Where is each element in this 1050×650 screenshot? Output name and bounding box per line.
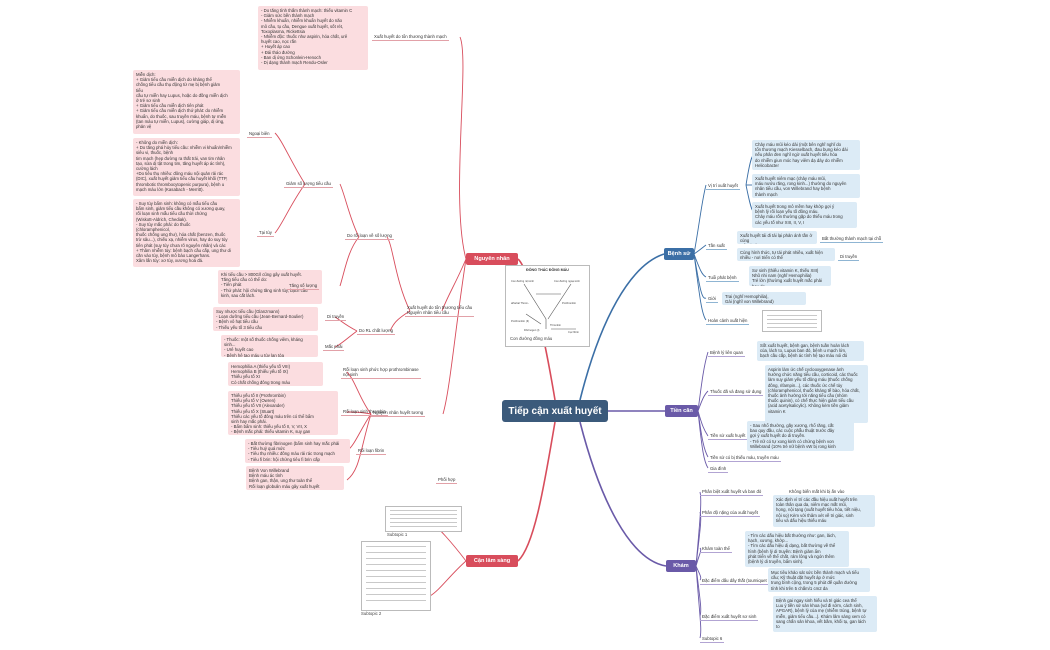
exam3-note: - Tìm các dấu hiệu bất thường như: gan, … [745,531,849,567]
marrow-note: - Suy tủy bẩm sinh: không có mẫu tiểu cầ… [133,199,240,267]
cascade-diagram: Con đường nội sinh Con đường ngoại sinh a… [511,279,580,334]
svg-text:Prothrombin (II): Prothrombin (II) [511,319,529,323]
hereditary-result[interactable]: Di truyền [838,254,860,261]
svg-text:Con đường ngoại sinh: Con đường ngoại sinh [554,279,580,283]
acquired-label[interactable]: Mắc phải [323,344,345,351]
thrombin-note: Thiếu yếu tố II (Prothrombin) Thiếu yếu … [228,391,338,435]
svg-text:aPartial Throm-: aPartial Throm- [511,301,529,305]
fibrin-label[interactable]: Rối loạn fibrin [356,448,387,455]
drugs-label[interactable]: Thuốc đã và đang sử dụng [708,389,764,396]
exam6-label[interactable]: Subtopic 6 [700,636,725,643]
central-label[interactable]: Tại tủy [257,230,274,237]
root-topic[interactable]: Tiếp cận xuất huyết [502,400,608,422]
mixed-label[interactable]: Phối hợp [436,477,458,484]
multi-site-note: Cùng hình thức, tự tái phát nhiều, xuất … [737,248,835,261]
bleed-type3-note: Xuất huyết trong mô mềm hay khớp gợi ý b… [752,202,857,228]
svg-text:Thrombin: Thrombin [550,323,562,327]
bleed-type2-note: Xuất huyết niêm mạc (chảy máu mũi, máu n… [752,174,860,198]
immune-note: Miễn dịch: + Giảm tiểu cầu miễn dịch do … [133,70,240,134]
mixed-note: Bệnh Von Willebrand Bệnh máu ác tính Bện… [246,466,344,490]
age-onset-label[interactable]: Tuổi phát bệnh [706,275,739,282]
branch-exam[interactable]: Khám [666,560,696,572]
svg-text:Cục fibrin: Cục fibrin [568,330,580,334]
local-vessel-result[interactable]: Bất thường thành mạch tại chỗ [820,236,884,243]
cascade-title: ĐÔNG THÁC ĐÔNG MÁU [526,268,569,272]
high-count-note: Khi tiểu cầu > 800G/l cũng gây xuất huyế… [218,270,322,304]
prothrombinase-label[interactable]: Rối loạn sinh phức hợp prothrombinase nộ… [341,367,421,379]
family-label[interactable]: Gia đình [708,466,729,473]
fibrin-note: - Bất thường fibrinogen (bẩm sinh hay mắ… [245,439,350,463]
svg-text:Con đường nội sinh: Con đường nội sinh [511,279,534,283]
low-count-label[interactable]: Giảm số lượng tiểu cầu [284,181,333,188]
related-disease-label[interactable]: Bệnh lý liên quan [708,350,745,357]
subtopic1-caption: Subtopic 1 [387,532,408,537]
frequency-note: Xuất huyết tái đi tái lại phản ánh tần ở… [737,231,817,244]
related-disease-note: Sốt xuất huyết, bệnh gan, bệnh tuần hoàn… [757,341,864,361]
qual-acquired-note: - Thuốc: một số thuốc chống viêm, kháng … [221,335,318,357]
thrombin-label[interactable]: Rối loạn sinh thrombin [341,409,388,416]
exam5-note: Bệnh gai ngay sinh hiếu và tri giác cea … [773,596,877,632]
bleed-type1-note: Chảy máu mũi kéo dài (một bên nghĩ nghĩ … [752,140,860,170]
sex-label[interactable]: Giới [706,296,719,303]
svg-text:Prothrombin: Prothrombin [562,301,577,305]
bleeding-history-note: - Sau nhổ thường, gãy xương, rhổ răng, c… [747,421,854,451]
anemia-history-label[interactable]: Tiền sử có bị thiếu máu, truyền máu [708,455,781,462]
exam4-note: Mục tiêu khảo sát sức bền thành mạch và … [768,568,870,592]
quantity-label[interactable]: Do rối loạn về số lượng [345,233,394,240]
subtopic2-caption: Subtopic 2 [361,611,382,616]
bleed-site-label[interactable]: Vị trí xuất huyết [706,183,740,190]
high-count-label[interactable]: Tăng số lượng [287,283,320,290]
exam3-label[interactable]: Khám toàn thể [700,546,732,553]
branch-labs[interactable]: Cận lâm sàng [466,555,518,567]
frequency-label[interactable]: Tần suất [706,243,727,250]
sex-note: Trai (nghĩ Hemophilia), Gái (nghĩ von Wi… [722,292,806,305]
coag-cause-label[interactable]: Nguyên nhân huyết tương [371,410,426,417]
exam2-note: Xác định vì trí các đầu hiệu xuất huyết … [773,495,875,527]
drugs-note: Aspirin làm ức chế cyclooxygenase ảnh hư… [765,365,868,423]
branch-cause[interactable]: Nguyên nhân [466,253,518,265]
age-onset-note: Sơ sinh (thiếu vitamin K, thiếu XIII) Nh… [749,266,831,286]
hemophilia-note: Hemophilia A (thiếu yếu tố VIII) Hemophi… [228,362,323,386]
cascade-caption: Con đường đông máu [510,336,553,341]
exam5-label[interactable]: Đặc điểm xuất huyết sơ sinh [700,614,759,621]
quality-label[interactable]: Do RL chất lượng [357,328,395,335]
svg-text:Fibrinogen (I): Fibrinogen (I) [524,328,540,332]
branch-present[interactable]: Tiền căn [665,405,698,417]
branch-history[interactable]: Bệnh sử [664,248,694,260]
platelet-cause-label[interactable]: Xuất huyết do tổn thương tiểu cầu Nguyên… [405,305,475,317]
peripheral-label[interactable]: Ngoại biên [247,131,272,138]
vessel-cause-label[interactable]: Xuất huyết do tổn thương thành mạch [372,34,449,41]
vessel-causes-note: - Do tăng tính thấm thành mạch: thiếu vi… [258,6,368,70]
nonimmune-note: - Không do miễn dịch: + Do tăng phá hủy … [133,138,240,196]
inherited-label[interactable]: Di truyền [325,314,347,321]
exam4-label[interactable]: Đặc điểm dấu dây thắt (tourniquet test) [700,578,779,585]
subtopic1-image[interactable] [385,506,462,532]
exam1-label[interactable]: Phân biệt xuất huyết và ban đỏ [700,489,764,496]
exam2-label[interactable]: Phân độ nặng của xuất huyết [700,510,760,517]
subtopic2-image[interactable] [361,541,431,611]
circumstance-image[interactable] [762,310,822,332]
circumstance-label[interactable]: Hoàn cảnh xuất hiện [706,318,750,325]
bleeding-history-label[interactable]: Tiền sử xuất huyết [708,433,748,440]
qual-inherited-note: Suy nhược tiểu cầu (Glanzmann) - Loạn dư… [213,307,318,331]
